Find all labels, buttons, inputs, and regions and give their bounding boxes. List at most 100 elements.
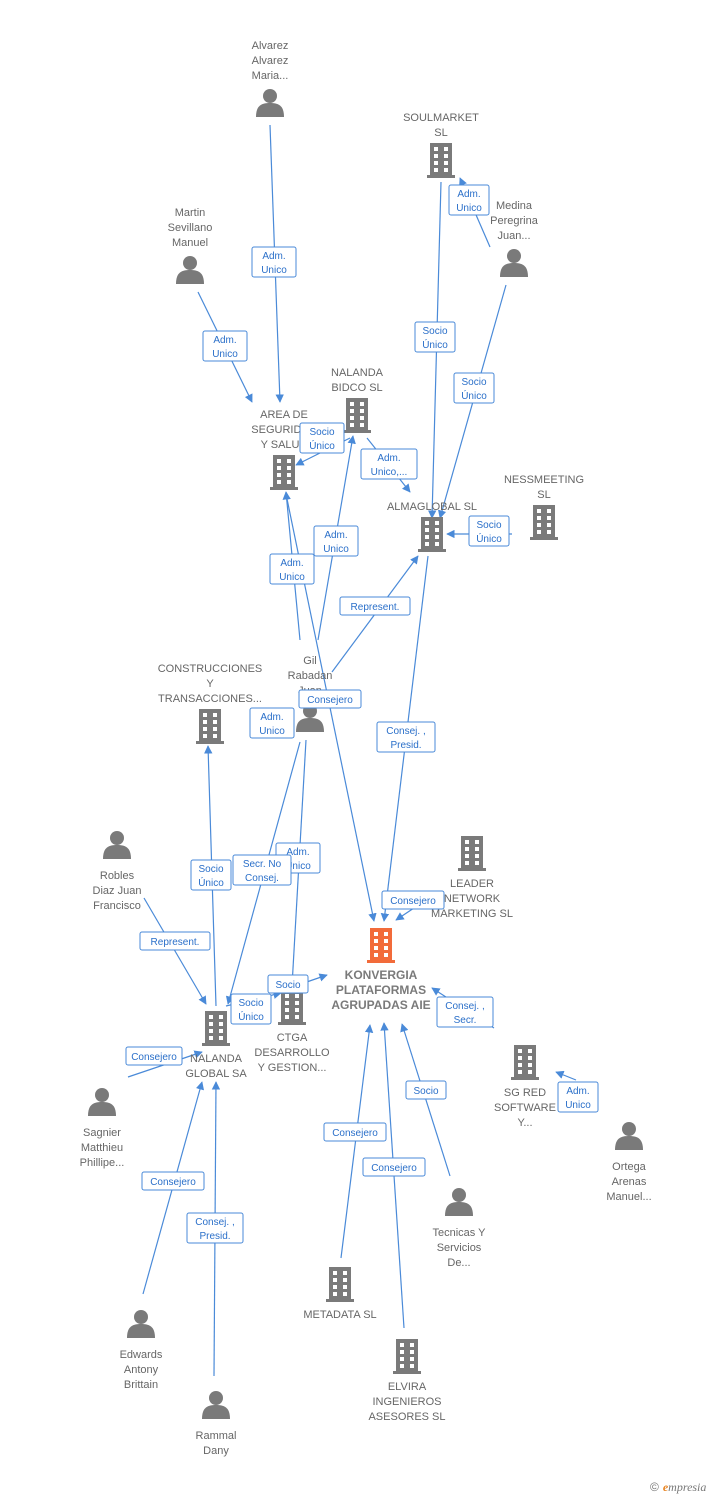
node-label-line: KONVERGIA: [345, 968, 418, 982]
node-ctga[interactable]: CTGA DESARROLLO Y GESTION...: [254, 990, 330, 1074]
relation-label-line: Único: [309, 439, 335, 452]
node-alvarez[interactable]: AlvarezAlvarezMaria...: [252, 40, 289, 117]
relation-label-tecnicas-konvergia[interactable]: Socio: [405, 1080, 447, 1100]
relation-label-line: Adm.: [286, 847, 309, 858]
relation-label-line: Unico: [259, 726, 285, 737]
relation-label-rammal-nalanda-global[interactable]: Consej. ,Presid.: [186, 1212, 244, 1244]
relation-label-sgred-konvergia[interactable]: Consej. ,Secr.: [436, 996, 494, 1028]
node-label-line: CONSTRUCCIONES: [158, 663, 263, 675]
node-label-line: Rabadan: [288, 670, 333, 682]
relation-label-line: Único: [198, 876, 224, 889]
node-label-line: Brittain: [124, 1379, 158, 1391]
relation-label-line: Unico: [323, 544, 349, 555]
node-label-line: Rammal: [196, 1430, 237, 1442]
relation-label-metadata-konvergia[interactable]: Consejero: [323, 1122, 387, 1142]
node-sagnier[interactable]: SagnierMatthieuPhillipe...: [80, 1088, 125, 1169]
node-label-line: Alvarez: [252, 40, 289, 52]
node-sgred[interactable]: SG REDSOFTWAREY...: [494, 1045, 556, 1129]
person-icon: [176, 256, 204, 284]
node-ortega[interactable]: OrtegaArenasManuel...: [606, 1122, 652, 1203]
node-label-line: Peregrina: [490, 215, 539, 227]
node-metadata[interactable]: METADATA SL: [303, 1267, 377, 1321]
relation-label-gil-area[interactable]: Adm.Unico: [269, 553, 315, 585]
node-label-line: DESARROLLO: [254, 1047, 330, 1059]
relation-label-line: Socio: [476, 520, 501, 531]
node-label-line: Sevillano: [168, 222, 213, 234]
relation-label-medina-soulmarket[interactable]: Adm.Unico: [448, 184, 490, 216]
node-label-line: Y: [206, 678, 214, 690]
node-label-line: CTGA: [277, 1032, 308, 1044]
relation-label-line: Socio: [198, 864, 223, 875]
node-construcciones[interactable]: CONSTRUCCIONESYTRANSACCIONES...: [158, 663, 263, 744]
relation-label-ctga-konvergia[interactable]: Socio: [267, 974, 309, 994]
brand-name: mpresia: [668, 1480, 707, 1494]
relation-label-almaglobal-konvergia[interactable]: Consej. ,Presid.: [376, 721, 436, 753]
edge-robles-to-nalanda-global: [143, 897, 207, 1005]
node-almaglobal[interactable]: ALMAGLOBAL SL: [387, 501, 477, 552]
node-medina[interactable]: MedinaPeregrinaJuan...: [490, 200, 539, 277]
node-tecnicas[interactable]: Tecnicas YServiciosDe...: [433, 1188, 487, 1269]
relation-label-line: Unico: [565, 1100, 591, 1111]
node-label-line: Matthieu: [81, 1142, 123, 1154]
relation-label-line: Adm.: [280, 558, 303, 569]
node-label-line: AREA DE: [260, 409, 308, 421]
node-label-line: Manuel: [172, 237, 208, 249]
node-label-line: Juan...: [497, 230, 530, 242]
relation-label-nalanda-bidco-almaglobal[interactable]: Adm.Unico,...: [360, 448, 418, 480]
relation-label-elvira-konvergia[interactable]: Consejero: [362, 1157, 426, 1177]
node-label-line: ALMAGLOBAL SL: [387, 501, 477, 513]
relation-label-line: Adm.: [262, 251, 285, 262]
node-label-line: Y GESTION...: [258, 1062, 327, 1074]
relation-label-line: Adm.: [213, 335, 236, 346]
building-icon: [270, 455, 298, 490]
person-icon: [127, 1310, 155, 1338]
building-icon: [278, 990, 306, 1025]
relation-label-line: Represent.: [151, 937, 200, 948]
relation-label-line: Represent.: [351, 602, 400, 613]
edge-tecnicas-to-konvergia: [400, 1023, 451, 1177]
relation-label-gil-nalanda-global[interactable]: Adm.Unico: [249, 707, 295, 739]
node-label-line: Phillipe...: [80, 1157, 125, 1169]
relation-label-line: Adm.: [566, 1086, 589, 1097]
relation-label-gil-nalanda-bidco[interactable]: Adm. Unico: [313, 525, 359, 557]
relation-label-edwards-nalanda-global[interactable]: Consejero: [141, 1171, 205, 1191]
node-label-line: Antony: [124, 1364, 159, 1376]
relation-label-line: Consej. ,: [386, 726, 425, 737]
relation-label-sagnier-nalanda-global[interactable]: Consejero: [125, 1046, 183, 1066]
person-icon: [256, 89, 284, 117]
relation-label-gil-almaglobal[interactable]: Represent.: [339, 596, 411, 616]
relation-label-line: Unico: [456, 203, 482, 214]
relation-label-robles-nalanda-global[interactable]: Represent.: [139, 931, 211, 951]
node-label-line: Servicios: [437, 1242, 482, 1254]
relation-label-area-konvergia[interactable]: Consejero: [298, 689, 362, 709]
relation-label-alvarez-area[interactable]: Adm.Unico: [251, 246, 297, 278]
relation-label-line: Socio: [309, 427, 334, 438]
relation-label-martin-area[interactable]: Adm.Unico: [202, 330, 248, 362]
relation-label-line: Adm.: [324, 530, 347, 541]
node-label-line: SL: [434, 127, 447, 139]
person-icon: [500, 249, 528, 277]
empresia-logo[interactable]: ©empresia: [650, 1480, 706, 1495]
node-label-line: NALANDA: [190, 1053, 243, 1065]
relation-label-ortega-sgred[interactable]: Adm. Unico: [557, 1081, 599, 1113]
relation-label-leader-konvergia[interactable]: Consejero: [381, 890, 445, 910]
